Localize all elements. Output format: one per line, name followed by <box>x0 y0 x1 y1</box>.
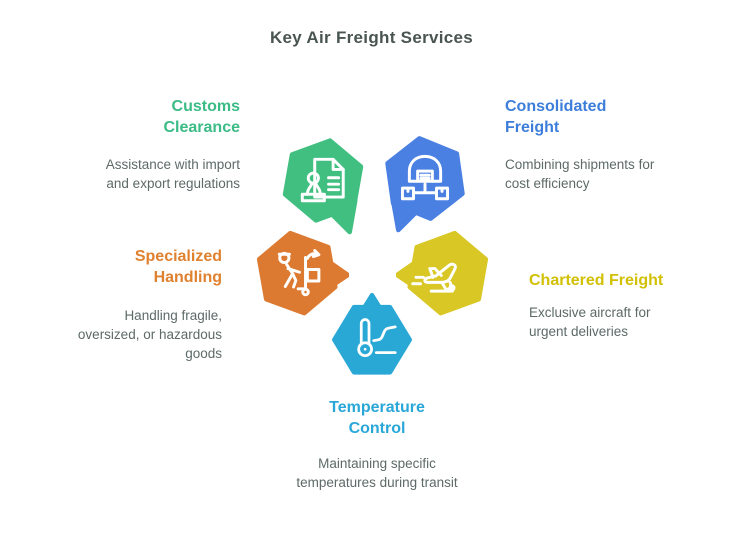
service-hexagon-specialized-handling <box>256 230 349 316</box>
service-description: Exclusive aircraft for urgent deliveries <box>529 305 651 339</box>
stamp-document-icon <box>300 157 345 203</box>
service-title: Chartered Freight <box>529 272 664 289</box>
service-description: Assistance with import and export regula… <box>105 157 240 191</box>
hexagon-shape <box>332 292 412 375</box>
hexagon-shape <box>396 230 489 316</box>
thermometer-chart-icon <box>357 318 397 358</box>
service-block-specialized-handling: Specialized Handling Handling fragile, o… <box>32 246 222 363</box>
airplane-icon <box>411 262 457 293</box>
service-block-temperature-control: Temperature Control Maintaining specific… <box>282 397 472 492</box>
service-title: Consolidated Freight <box>505 98 607 136</box>
service-title: Specialized Handling <box>134 248 222 286</box>
service-title: Temperature Control <box>329 399 425 437</box>
warehouse-consolidation-icon <box>400 154 450 201</box>
service-description: Combining shipments for cost efficiency <box>505 157 655 191</box>
service-block-customs-clearance: Customs Clearance Assistance with import… <box>50 96 240 193</box>
service-description: Handling fragile, oversized, or hazardou… <box>77 308 222 361</box>
page-title: Key Air Freight Services <box>269 28 474 47</box>
service-block-chartered-freight: Chartered Freight Exclusive aircraft for… <box>529 270 719 341</box>
service-block-consolidated-freight: Consolidated Freight Combining shipments… <box>505 96 695 193</box>
service-hexagon-consolidated-freight <box>385 136 465 233</box>
service-hexagon-customs-clearance <box>282 138 364 235</box>
service-hexagon-temperature-control <box>332 292 412 375</box>
service-hexagon-chartered-freight <box>396 230 489 316</box>
cargo-handler-icon <box>277 249 321 297</box>
service-description: Maintaining specific temperatures during… <box>296 456 458 490</box>
service-title: Customs Clearance <box>163 98 241 136</box>
hexagon-shape <box>282 138 364 235</box>
